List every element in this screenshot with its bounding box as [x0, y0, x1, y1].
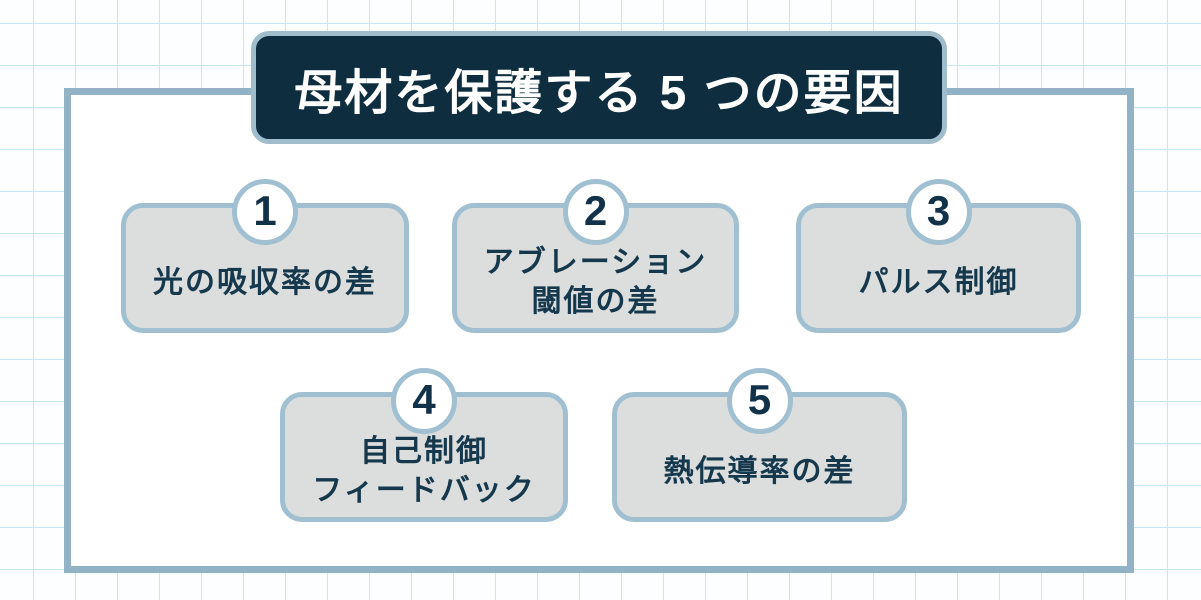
page-title: 母材を保護する 5 つの要因 [294, 66, 904, 120]
badge-number-2: 2 [583, 187, 608, 234]
number-badge-5: 5 [726, 368, 793, 434]
number-badge-3: 3 [905, 179, 972, 245]
factor-box-1: 1 光の吸収率の差 [121, 179, 409, 333]
badge-number-5: 5 [747, 376, 772, 423]
factor-label-1: 光の吸収率の差 [153, 265, 377, 299]
number-badge-1: 1 [232, 179, 298, 245]
factor-label-3: パルス制御 [858, 265, 1019, 299]
factor-label-2: アブレーション 閾値の差 [483, 246, 708, 318]
factor-label-4: 自己制御 フィードバック [312, 435, 536, 507]
badge-number-1: 1 [253, 187, 277, 234]
factor-box-4: 4 自己制御 フィードバック [280, 368, 568, 522]
badge-number-3: 3 [926, 187, 951, 234]
factor-box-2: 2 アブレーション 閾値の差 [452, 179, 739, 333]
factor-label-5: 熱伝導率の差 [663, 454, 856, 488]
number-badge-2: 2 [562, 179, 629, 245]
number-badge-4: 4 [391, 368, 457, 434]
title-banner: 母材を保護する 5 つの要因 [251, 31, 947, 144]
factor-box-5: 5 熱伝導率の差 [612, 368, 907, 522]
factor-box-3: 3 パルス制御 [796, 179, 1081, 333]
badge-number-4: 4 [412, 376, 436, 423]
